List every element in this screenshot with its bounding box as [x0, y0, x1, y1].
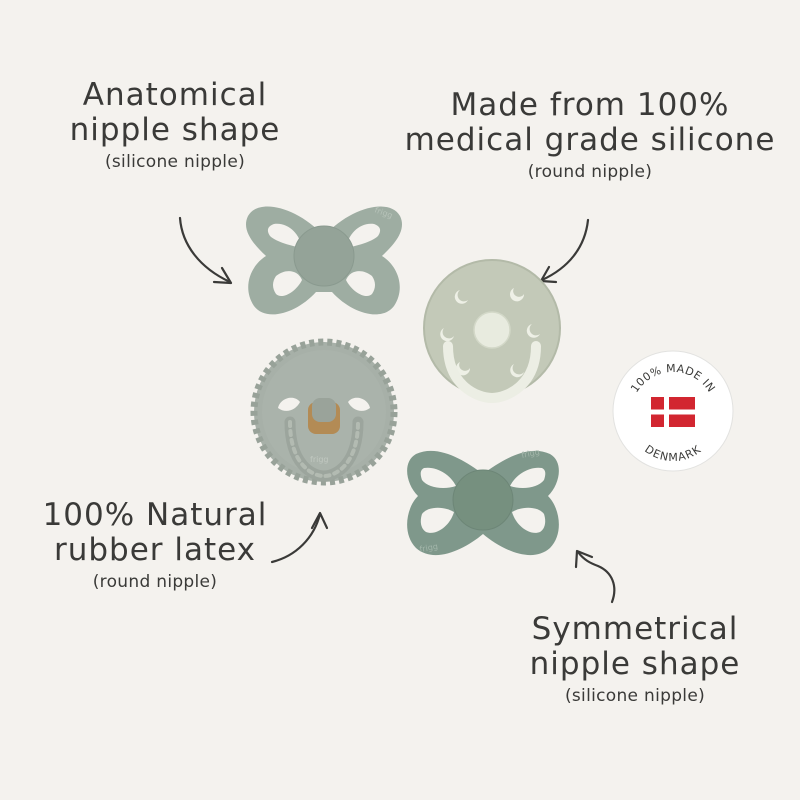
feature-title: medical grade silicone: [404, 121, 776, 158]
feature-title: nipple shape: [69, 111, 281, 148]
feature-symmetrical: Symmetrical nipple shape (silicone nippl…: [490, 612, 780, 706]
butterfly-pacifier: frigg: [245, 205, 403, 315]
svg-text:DENMARK: DENMARK: [642, 442, 703, 464]
rope-pacifier: frigg: [250, 338, 398, 486]
feature-anatomical: Anatomical nipple shape (silicone nipple…: [40, 78, 310, 172]
feature-note: (round nipple): [527, 162, 653, 183]
feature-title: Anatomical: [82, 77, 268, 113]
feature-title: Made from 100%: [450, 87, 730, 123]
svg-text:frigg: frigg: [419, 542, 439, 554]
feature-medical: Made from 100% medical grade silicone (r…: [380, 88, 800, 182]
feature-natural: 100% Natural rubber latex (round nipple): [30, 498, 280, 592]
feature-title: nipple shape: [529, 645, 741, 682]
arrow-icon: [574, 549, 616, 604]
feature-note: (round nipple): [92, 572, 218, 593]
feature-note: (silicone nipple): [564, 686, 706, 707]
arrow-icon: [178, 216, 233, 285]
feature-title: 100% Natural: [42, 497, 268, 533]
svg-text:frigg: frigg: [310, 455, 328, 464]
svg-text:frigg: frigg: [521, 447, 541, 460]
arrow-icon: [270, 511, 329, 564]
badge-bottom-text: DENMARK: [642, 442, 702, 464]
bow-pacifier: frigg frigg: [407, 447, 559, 556]
feature-title: Symmetrical: [531, 611, 739, 647]
moon-pacifier: [423, 259, 561, 404]
made-in-denmark-badge: 100% MADE IN DENMARK: [612, 350, 734, 472]
feature-title: rubber latex: [53, 531, 257, 568]
denmark-flag-icon: [651, 397, 695, 427]
feature-note: (silicone nipple): [104, 152, 246, 173]
